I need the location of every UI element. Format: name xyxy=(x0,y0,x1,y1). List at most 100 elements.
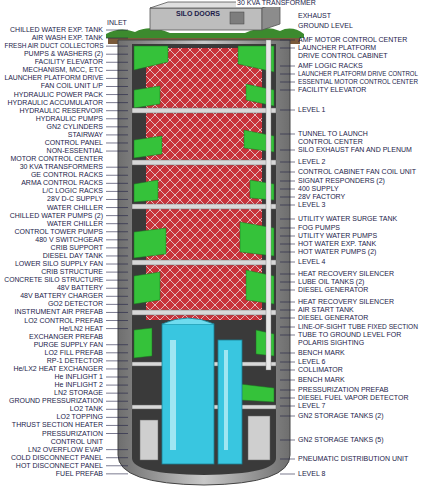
callout-label: HEAT RECOVERY SILENCER xyxy=(298,298,394,306)
callout-label: LEVEL 7 xyxy=(298,402,325,410)
leader-line xyxy=(280,252,295,253)
callout-label: TUBE TO GROUND LEVEL FOR xyxy=(298,331,401,339)
callout-label: GN2 STORAGE TANKS (5) xyxy=(298,436,384,444)
callout-label: BENCH MARK xyxy=(298,376,345,384)
leader-line xyxy=(106,409,128,410)
leader-line xyxy=(280,205,295,206)
callout-label: DRIVE CONTROL CABINET xyxy=(298,52,388,60)
leader-line xyxy=(280,172,295,173)
leader-line xyxy=(106,320,128,321)
callout-label: 30 KVA TRANSFORMER xyxy=(236,0,317,7)
leader-line xyxy=(106,328,128,329)
callout-label: INSTRUMENT AIR PREFAB xyxy=(14,308,103,316)
leader-line xyxy=(106,167,128,168)
callout-label: LUBE OIL TANKS (2) xyxy=(298,278,364,286)
leader-line xyxy=(106,207,128,208)
callout-label: LO2 FILL PREFAB xyxy=(45,349,104,357)
leader-line xyxy=(280,40,295,41)
callout-label: LAUNCHER PLATFORM xyxy=(298,44,376,52)
leader-line xyxy=(280,162,295,163)
callout-label: UTILITY WATER SURGE TANK xyxy=(298,215,397,223)
leader-line xyxy=(280,219,295,220)
leader-line xyxy=(106,151,128,152)
leader-line xyxy=(106,433,128,434)
leader-line xyxy=(106,272,128,273)
callout-label: PURGE SUPPLY FAN xyxy=(34,341,103,349)
callout-label: HYDRAULIC ACCUMULATOR xyxy=(8,99,103,107)
callout-label: LEVEL 3 xyxy=(298,201,325,209)
leader-line xyxy=(106,255,128,256)
callout-label: DIESEL GENERATOR xyxy=(298,286,368,294)
leader-line xyxy=(280,440,295,441)
leader-line xyxy=(106,239,128,240)
callout-label: FUEL PREFAB xyxy=(56,470,103,478)
callout-label: 28V FACTORY xyxy=(298,193,345,201)
callout-label: CRIB SUPPORT xyxy=(51,244,103,252)
leader-line xyxy=(280,134,295,135)
callout-label: CHILLED WATER PUMPS (2) xyxy=(10,212,103,220)
callout-label: DIESEL FUEL VAPOR DETECTOR xyxy=(298,394,408,402)
callout-label: LN2 STORAGE xyxy=(54,389,103,397)
leader-line xyxy=(280,390,295,391)
leader-line xyxy=(280,302,295,303)
callout-label: LEVEL 8 xyxy=(298,470,325,478)
leader-line xyxy=(280,110,295,111)
leader-line xyxy=(106,94,128,95)
leader-line xyxy=(106,191,128,192)
callout-label: 48V BATTERY xyxy=(57,284,103,292)
leader-line xyxy=(106,183,128,184)
leader-line xyxy=(280,398,295,399)
callout-label: AMF MOTOR CONTROL CENTER xyxy=(298,36,407,44)
callout-label: 28V D-C SUPPLY xyxy=(47,195,103,203)
callout-label: LEVEL 6 xyxy=(298,358,325,366)
leader-line xyxy=(280,228,295,229)
callout-label: LAUNCHER PLATFORM DRIVE CONTROL xyxy=(298,70,418,78)
callout-label: GROUND LEVEL xyxy=(298,22,353,30)
leader-line xyxy=(280,406,295,407)
leader-line xyxy=(106,134,128,135)
leader-line xyxy=(106,199,128,200)
callout-label: PRESSURIZATION xyxy=(42,430,103,438)
leader-line xyxy=(106,231,128,232)
leader-line xyxy=(106,78,128,79)
callout-label: ARMA CONTROL RACKS xyxy=(21,179,103,187)
callout-label: He INFLIGHT 1 xyxy=(55,373,104,381)
leader-line xyxy=(280,262,295,263)
callout-label: PRESSURIZATION PREFAB xyxy=(298,386,389,394)
leader-line xyxy=(280,82,295,83)
leader-line xyxy=(280,416,295,417)
leader-line xyxy=(280,48,295,49)
leader-line xyxy=(106,385,128,386)
leader-line xyxy=(280,244,295,245)
callout-label: 48V BATTERY CHARGER xyxy=(20,292,103,300)
callout-label: HEAT RECOVERY SILENCER xyxy=(298,270,394,278)
callout-label: COLLIMATOR xyxy=(298,366,343,374)
callout-label: STAIRWAY xyxy=(68,131,103,139)
callout-label: LN2 OVERFLOW EVAP xyxy=(28,446,103,454)
leader-line xyxy=(106,142,128,143)
callout-label: He/LX2 HEAT EXCHANGER xyxy=(13,365,103,373)
leader-line xyxy=(106,312,128,313)
callout-label: CHILLED WATER EXP. TANK xyxy=(10,26,103,34)
leader-line xyxy=(280,181,295,182)
callout-label: AIR WASH EXP. TANK xyxy=(32,34,103,42)
leader-line xyxy=(106,118,128,119)
callout-label: DIESEL GENERATOR xyxy=(298,314,368,322)
leader-line xyxy=(106,175,128,176)
callout-label: EXHAUST xyxy=(298,12,331,20)
leader-line xyxy=(106,401,128,402)
callout-label: CONTROL TOWER PUMPS xyxy=(14,228,103,236)
callout-label: FACILITY ELEVATOR xyxy=(298,86,366,94)
callout-label: SILO EXHAUST FAN AND PLENUM xyxy=(298,146,412,154)
callout-label: CRIB STRUCTURE xyxy=(41,268,103,276)
callout-label: LEVEL 1 xyxy=(298,106,325,114)
callout-label: LO2 CONTROL PREFAB xyxy=(24,317,103,325)
leader-line xyxy=(280,380,295,381)
leader-line xyxy=(280,290,295,291)
callout-label: HYDRAULIC RESERVOIR xyxy=(19,107,103,115)
callout-label: CONTROL PANEL xyxy=(45,139,103,147)
leader-line xyxy=(106,126,128,127)
callout-label: THRUST SECTION HEATER xyxy=(12,421,103,429)
leader-line xyxy=(106,86,128,87)
callout-label: TUNNEL TO LAUNCH xyxy=(298,130,368,138)
